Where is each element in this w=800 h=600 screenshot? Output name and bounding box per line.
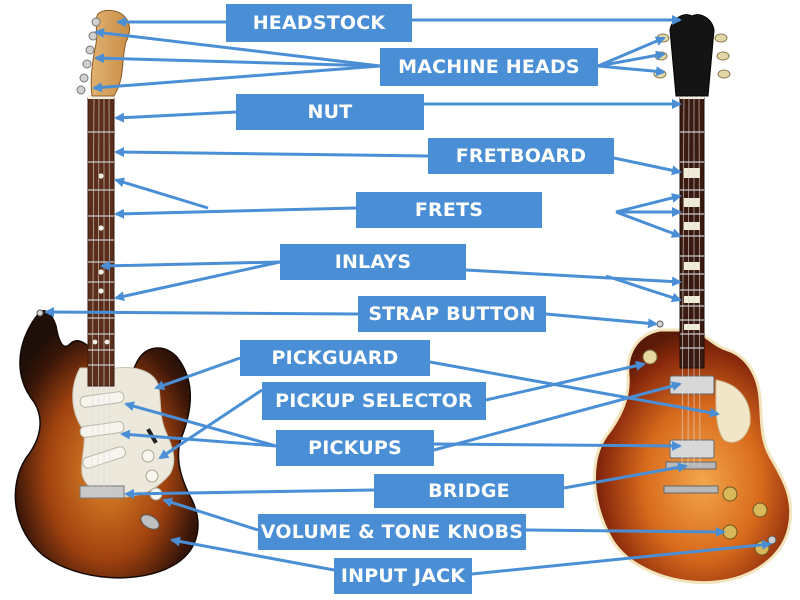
label-inlays: INLAYS	[280, 244, 466, 280]
lespaul-tailpiece	[663, 485, 719, 494]
strat-tuners	[76, 17, 101, 95]
lespaul-inlays	[684, 168, 700, 330]
lespaul-selector	[642, 349, 658, 365]
strat-fretboard	[87, 97, 115, 387]
pointer-arrows	[44, 15, 772, 576]
strat-strap-button	[36, 309, 44, 317]
label-volume-tone-knobs: VOLUME & TONE KNOBS	[258, 514, 526, 550]
label-nut: NUT	[236, 94, 424, 130]
strat-knobs	[141, 449, 163, 501]
label-pickup-selector: PICKUP SELECTOR	[262, 382, 486, 420]
label-pickups: PICKUPS	[276, 430, 434, 466]
strat-pickups	[79, 391, 126, 469]
lespaul-bridge	[665, 461, 717, 470]
les-paul-guitar-icon	[593, 14, 793, 585]
label-bridge: BRIDGE	[374, 474, 564, 508]
lespaul-strings	[681, 95, 701, 467]
label-headstock: HEADSTOCK	[226, 4, 412, 42]
stratocaster-guitar-icon	[14, 9, 199, 579]
strat-nut	[88, 95, 114, 99]
label-frets: FRETS	[356, 192, 542, 228]
label-input-jack: INPUT JACK	[334, 558, 472, 594]
lespaul-frets	[680, 131, 704, 349]
lespaul-nut	[680, 95, 704, 99]
label-fretboard: FRETBOARD	[428, 138, 614, 174]
label-pickguard: PICKGUARD	[240, 340, 430, 376]
lespaul-headstock	[669, 14, 715, 97]
strat-input-jack	[140, 514, 160, 530]
label-strap-button: STRAP BUTTON	[358, 296, 546, 332]
lespaul-strap-button	[656, 320, 664, 328]
strat-strings	[91, 95, 111, 491]
strat-inlays	[92, 173, 110, 345]
strat-bridge	[79, 485, 125, 499]
label-machine-heads: MACHINE HEADS	[380, 48, 598, 86]
lespaul-fretboard	[679, 97, 705, 369]
